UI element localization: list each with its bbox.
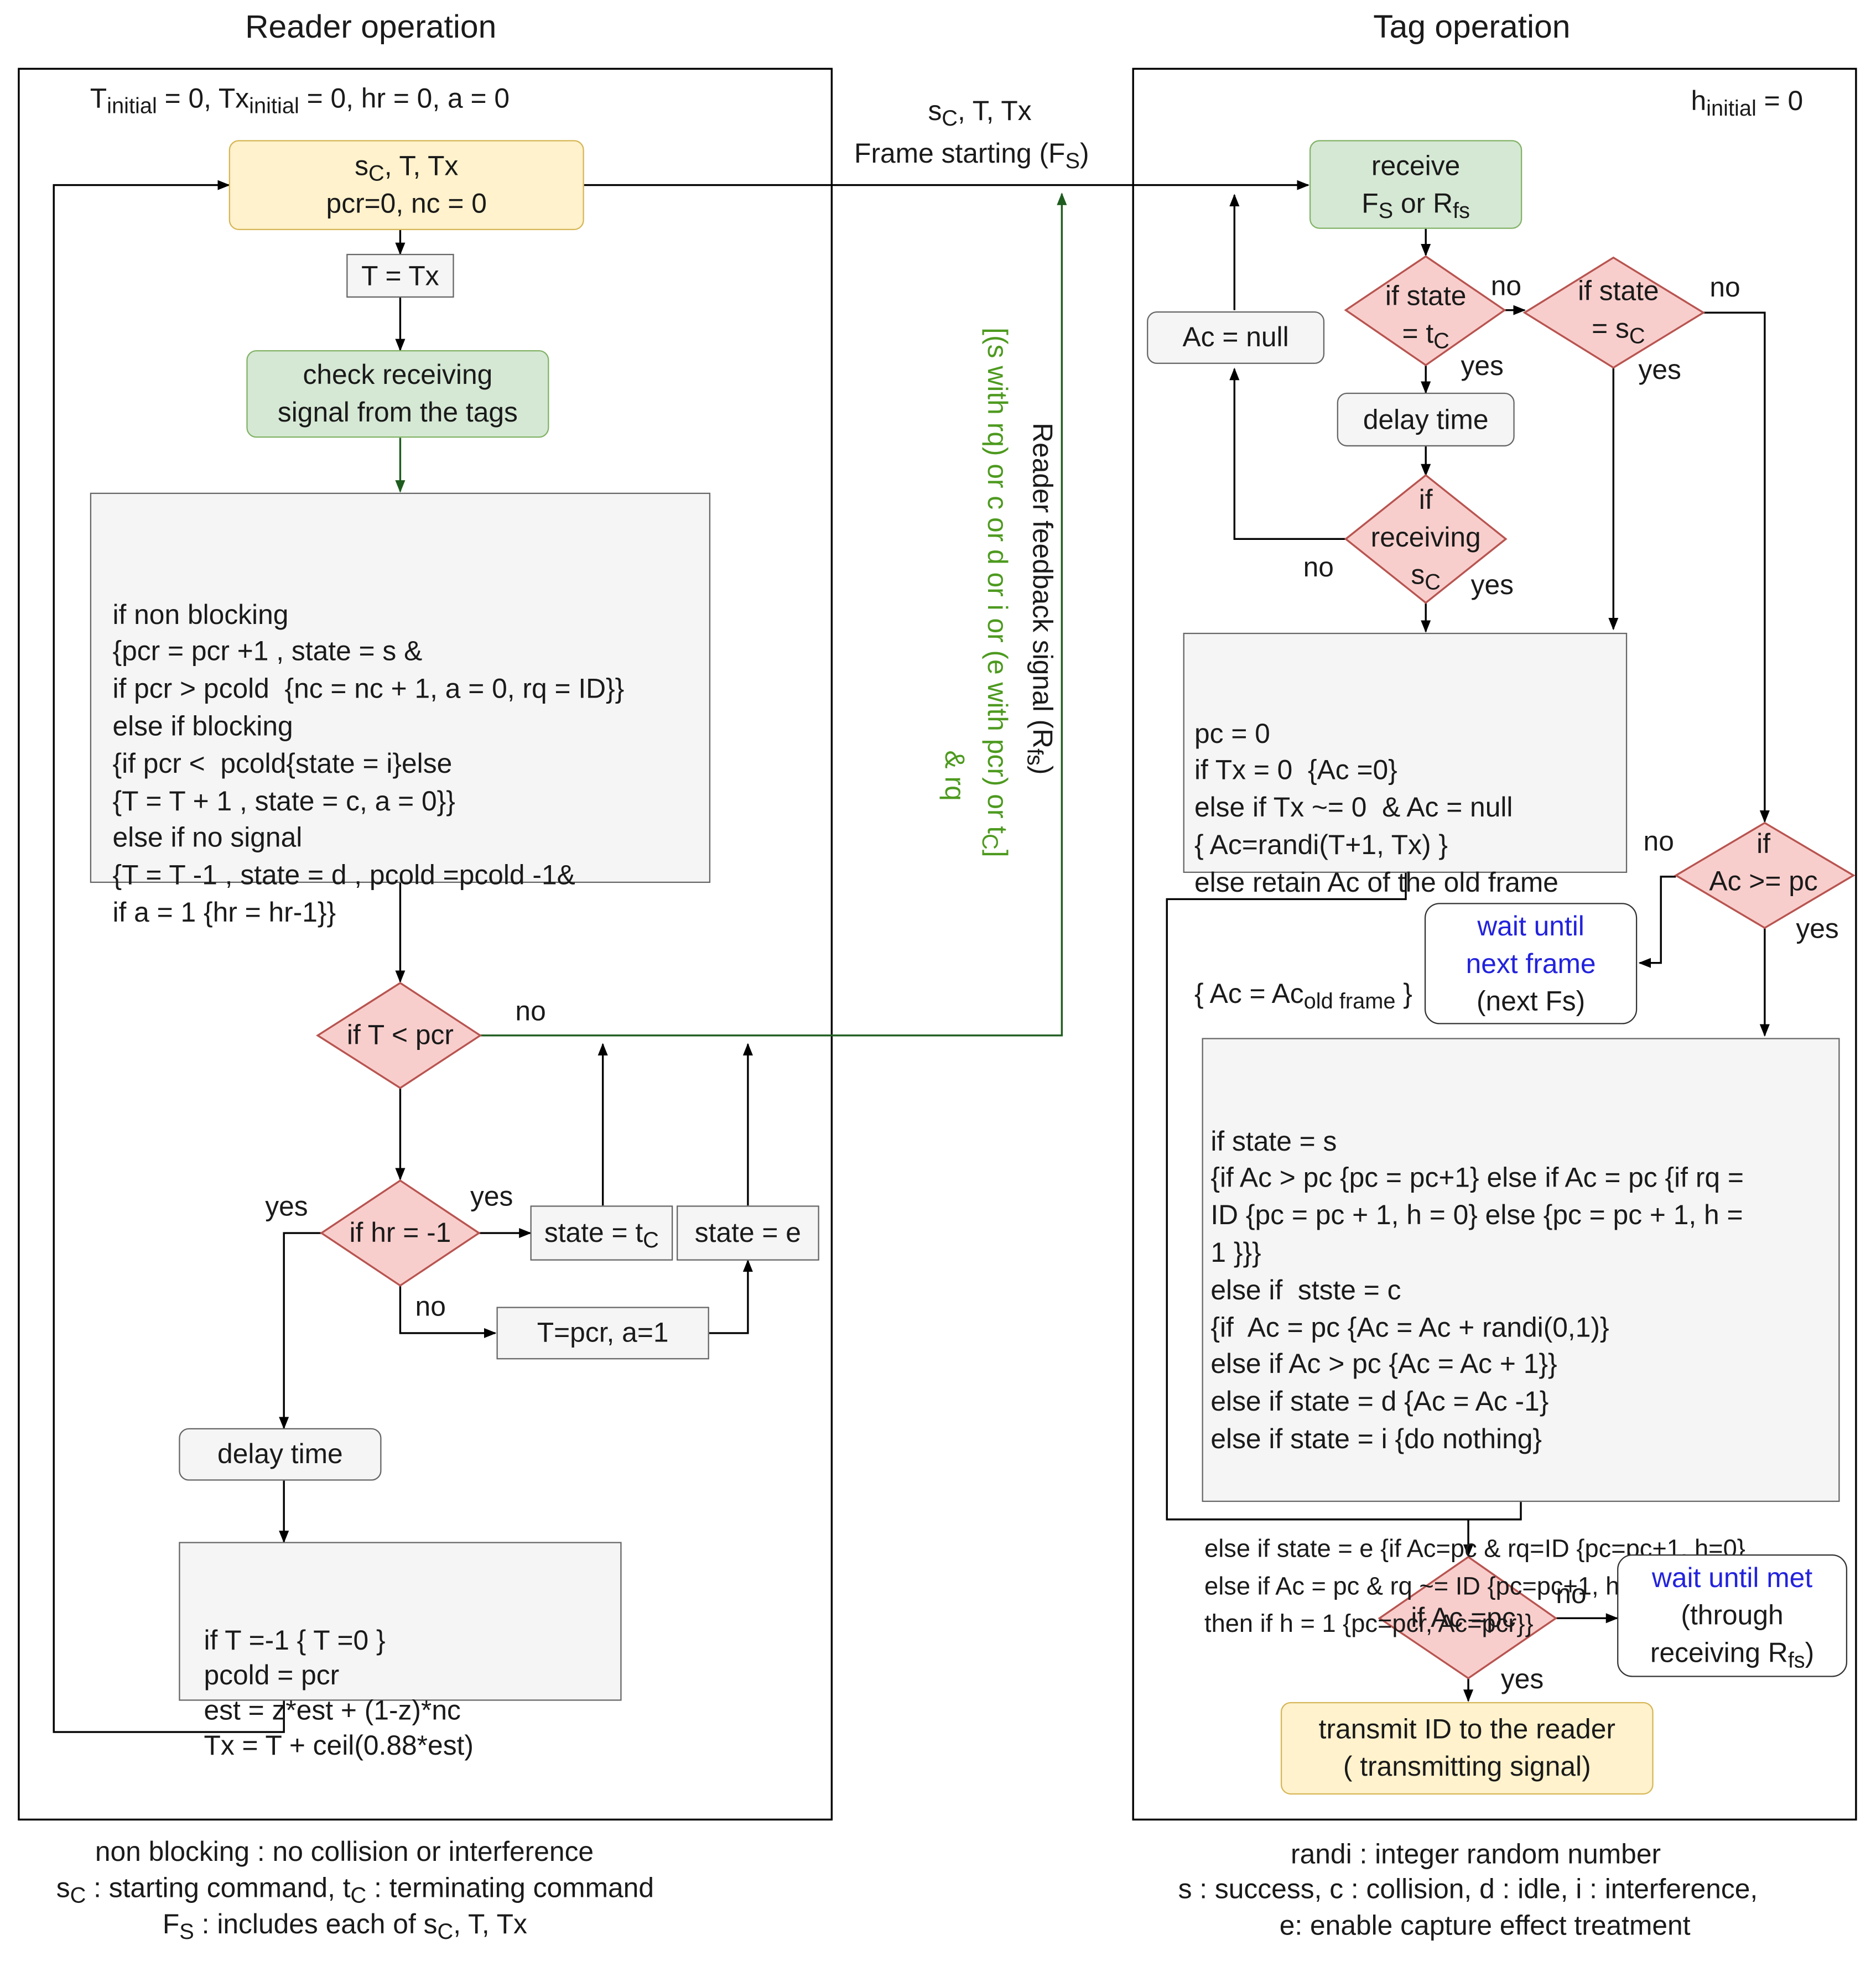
state-sc-yes-label: yes (1638, 353, 1681, 386)
state-tc-no-label: no (1490, 270, 1522, 301)
tag-init: hinitial = 0 (1691, 85, 1804, 121)
decision-ac-eq-pc (1378, 1556, 1558, 1679)
feedback-label-line3: & rq (939, 750, 971, 801)
state-e-box: state = e (677, 1205, 819, 1261)
decision-hr-label: if hr = -1 (349, 1216, 451, 1249)
decision-state-tc-label: if state= tC (1385, 280, 1467, 353)
feedback-label-line2: [(s with rq) or c or d or i or (e with p… (977, 327, 1014, 857)
ac-null-box: Ac = null (1147, 311, 1325, 364)
reader-main-code: if non blocking{pcr = pcr +1 , state = s… (90, 492, 711, 928)
decision-t-pcr-label: if T < pcr (346, 1019, 454, 1050)
state-update-code: if state = s{if Ac > pc {pc = pc+1} else… (1202, 1038, 1840, 1638)
hr-no-label: no (415, 1291, 446, 1322)
legend-right-line2: s : success, c : collision, d : idle, i … (1178, 1873, 1758, 1905)
frame-start-line2: Frame starting (FS) (854, 137, 1089, 173)
t-eq-tx-box: T = Tx (346, 253, 454, 298)
receiving-yes-label: yes (1470, 569, 1514, 601)
decision-receiving-sc (1344, 474, 1508, 604)
decision-state-sc-label: if state= sC (1578, 275, 1659, 348)
reader-init: Tinitial = 0, Txinitial = 0, hr = 0, a =… (90, 82, 510, 118)
reader-delay-box: delay time (179, 1428, 382, 1481)
tag-receive-box: receive FS or Rfs (1309, 140, 1522, 229)
wait-next-frame-box: wait until next frame (next Fs) (1424, 903, 1638, 1024)
ac-ge-pc-no-label: no (1643, 825, 1674, 857)
decision-ac-ge-pc (1674, 821, 1856, 929)
hr-yes-left-label: yes (265, 1190, 308, 1222)
state-sc-no-label: no (1709, 271, 1740, 303)
legend-left-line3: FS : includes each of sC, T, Tx (162, 1908, 527, 1944)
reader-title: Reader operation (245, 7, 497, 45)
legend-right-line1: randi : integer random number (1291, 1838, 1661, 1870)
transmit-id-box: transmit ID to the reader ( transmitting… (1280, 1702, 1654, 1795)
ac-ge-pc-yes-label: yes (1796, 913, 1839, 944)
state-tc-box: state = tC (530, 1205, 673, 1261)
frame-start-line1: sC, T, Tx (928, 95, 1032, 131)
ac-eq-pc-yes-label: yes (1500, 1663, 1544, 1695)
legend-left-line2: sC : starting command, tC : terminating … (56, 1872, 654, 1908)
decision-state-sc (1522, 256, 1706, 369)
legend-left-line1: non blocking : no collision or interfere… (95, 1835, 594, 1868)
ac-eq-pc-no-label: no (1556, 1578, 1587, 1610)
hr-yes-right-label: yes (470, 1180, 513, 1212)
decision-state-tc (1344, 255, 1506, 367)
legend-right-line3: e: enable capture effect treatment (1279, 1910, 1691, 1941)
tag-delay-box: delay time (1337, 392, 1515, 447)
t-pcr-no-label: no (515, 995, 546, 1027)
wait-until-met-box: wait until met (through receiving Rfs) (1617, 1554, 1848, 1677)
decision-t-lt-pcr (316, 981, 482, 1089)
feedback-label-line1: Reader feedback signal (Rfs) (1022, 423, 1058, 775)
decision-hr (319, 1179, 481, 1287)
check-signal-box: check receiving signal from the tags (246, 350, 549, 438)
decision-ac-eq-pc-label: if Ac =pc (1411, 1601, 1516, 1634)
state-tc-yes-label: yes (1461, 350, 1504, 382)
receiving-no-label: no (1303, 551, 1334, 583)
t-pcr-box: T=pcr, a=1 (496, 1307, 709, 1360)
reader-start-box: sC, T, Tx pcr=0, nc = 0 (228, 140, 584, 230)
tag-title: Tag operation (1373, 7, 1571, 45)
